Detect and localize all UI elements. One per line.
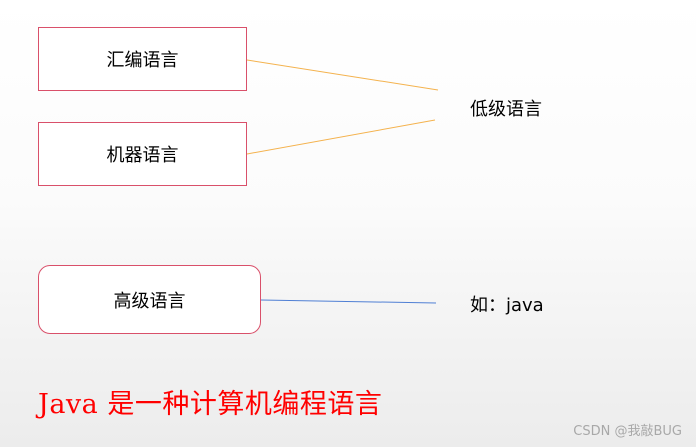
java-example-label: 如：java bbox=[470, 295, 544, 316]
box-high-level-language: 高级语言 bbox=[38, 265, 261, 334]
low-level-language-label: 低级语言 bbox=[470, 99, 542, 120]
box-assembly-language: 汇编语言 bbox=[38, 27, 247, 91]
csdn-watermark: CSDN @我敲BUG bbox=[573, 424, 682, 439]
connector-machine-to-low-level bbox=[246, 119, 436, 155]
box-machine-language-label: 机器语言 bbox=[106, 145, 179, 166]
box-machine-language: 机器语言 bbox=[38, 122, 247, 186]
connector-assembly-to-low-level bbox=[246, 59, 439, 91]
box-high-level-language-label: 高级语言 bbox=[113, 290, 186, 312]
box-assembly-language-label: 汇编语言 bbox=[106, 50, 179, 71]
diagram-caption: Java 是一种计算机编程语言 bbox=[38, 389, 383, 420]
connector-high-level-to-java bbox=[260, 299, 437, 304]
